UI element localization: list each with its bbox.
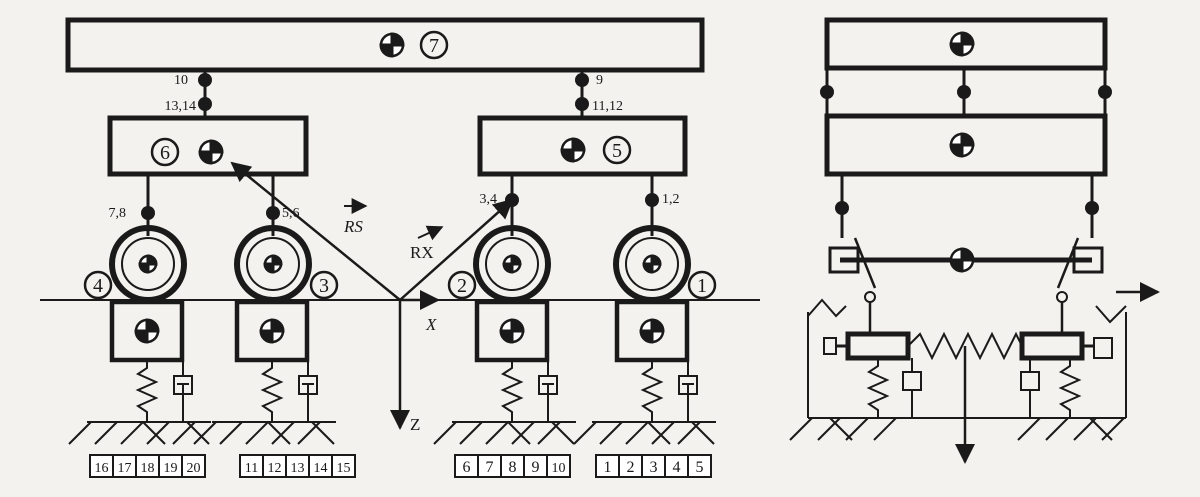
track-segment-number: 16 bbox=[95, 461, 109, 476]
wheel-3: 3 bbox=[234, 225, 339, 303]
track-segment-number: 3 bbox=[650, 459, 658, 476]
track-supports bbox=[68, 360, 716, 445]
primary-suspension-links bbox=[141, 174, 659, 236]
track-segment-box bbox=[546, 454, 571, 478]
wheel-2: 2 bbox=[447, 225, 551, 303]
track-segment-number: 2 bbox=[627, 459, 635, 476]
track-segment-number: 5 bbox=[696, 459, 704, 476]
connection-label-3-4: 3,4 bbox=[480, 192, 498, 207]
joint-icon bbox=[198, 97, 212, 111]
z-axis-label: Z bbox=[410, 415, 420, 434]
x-axis-label: X bbox=[425, 315, 437, 334]
track-segment-number: 20 bbox=[187, 461, 201, 476]
track-segment-number: 9 bbox=[532, 459, 540, 476]
bogie-left-label: 6 bbox=[160, 142, 170, 164]
wheel-2-label: 2 bbox=[457, 275, 467, 297]
connection-label-13-14: 13,14 bbox=[165, 99, 197, 114]
track-segment-number: 10 bbox=[552, 461, 566, 476]
wheel-3-label: 3 bbox=[319, 275, 329, 297]
car-body-label: 7 bbox=[429, 35, 439, 57]
track-segment-number: 4 bbox=[673, 459, 681, 476]
joint-icon bbox=[575, 97, 589, 111]
connection-label-11-12: 11,12 bbox=[592, 99, 623, 114]
connection-label-7-8: 7,8 bbox=[109, 206, 127, 221]
bogie-right-center-of-mass-icon bbox=[560, 137, 586, 163]
joint-icon bbox=[575, 73, 589, 87]
wheel-1-label: 1 bbox=[697, 275, 707, 297]
rs-label: RS bbox=[343, 217, 363, 236]
bogie-right-label: 5 bbox=[612, 140, 622, 162]
car-body-center-of-mass-icon bbox=[379, 32, 405, 58]
rx-label: RX bbox=[410, 243, 434, 262]
track-segment-number: 7 bbox=[486, 459, 494, 476]
track-segment-number: 18 bbox=[141, 461, 155, 476]
car-body: 7 bbox=[65, 17, 705, 73]
track-segment-number: 12 bbox=[268, 461, 282, 476]
track-segment-number: 1 bbox=[604, 459, 612, 476]
track-segment-number: 17 bbox=[118, 461, 132, 476]
bogie-left-center-of-mass-icon bbox=[198, 139, 224, 165]
connection-label-9: 9 bbox=[596, 73, 603, 88]
joint-icon bbox=[198, 73, 212, 87]
connection-label-10: 10 bbox=[174, 73, 188, 88]
rx-vector bbox=[399, 198, 514, 301]
track-segment-number: 13 bbox=[291, 461, 305, 476]
connection-label-1-2: 1,2 bbox=[662, 192, 680, 207]
track-segment-number: 15 bbox=[337, 461, 351, 476]
wheel-1: 1 bbox=[613, 225, 717, 303]
track-segment-box bbox=[687, 454, 712, 478]
wheel-4: 4 bbox=[83, 225, 187, 303]
track-segment-number: 14 bbox=[314, 461, 328, 476]
track-segment-number: 19 bbox=[164, 461, 178, 476]
track-segment-number: 11 bbox=[245, 461, 258, 476]
rs-vector bbox=[230, 161, 401, 301]
wheel-4-label: 4 bbox=[93, 275, 103, 297]
track-segment-box bbox=[331, 454, 356, 478]
connection-label-5-6: 5,6 bbox=[282, 206, 300, 221]
track-segment-number: 8 bbox=[509, 459, 517, 476]
position-vectors bbox=[230, 161, 514, 430]
track-segment-number: 6 bbox=[463, 459, 471, 476]
front-view-model bbox=[789, 17, 1160, 464]
bogie-left: 6 bbox=[107, 115, 309, 177]
bogie-right: 5 bbox=[477, 115, 688, 177]
track-segment-box bbox=[181, 454, 206, 478]
